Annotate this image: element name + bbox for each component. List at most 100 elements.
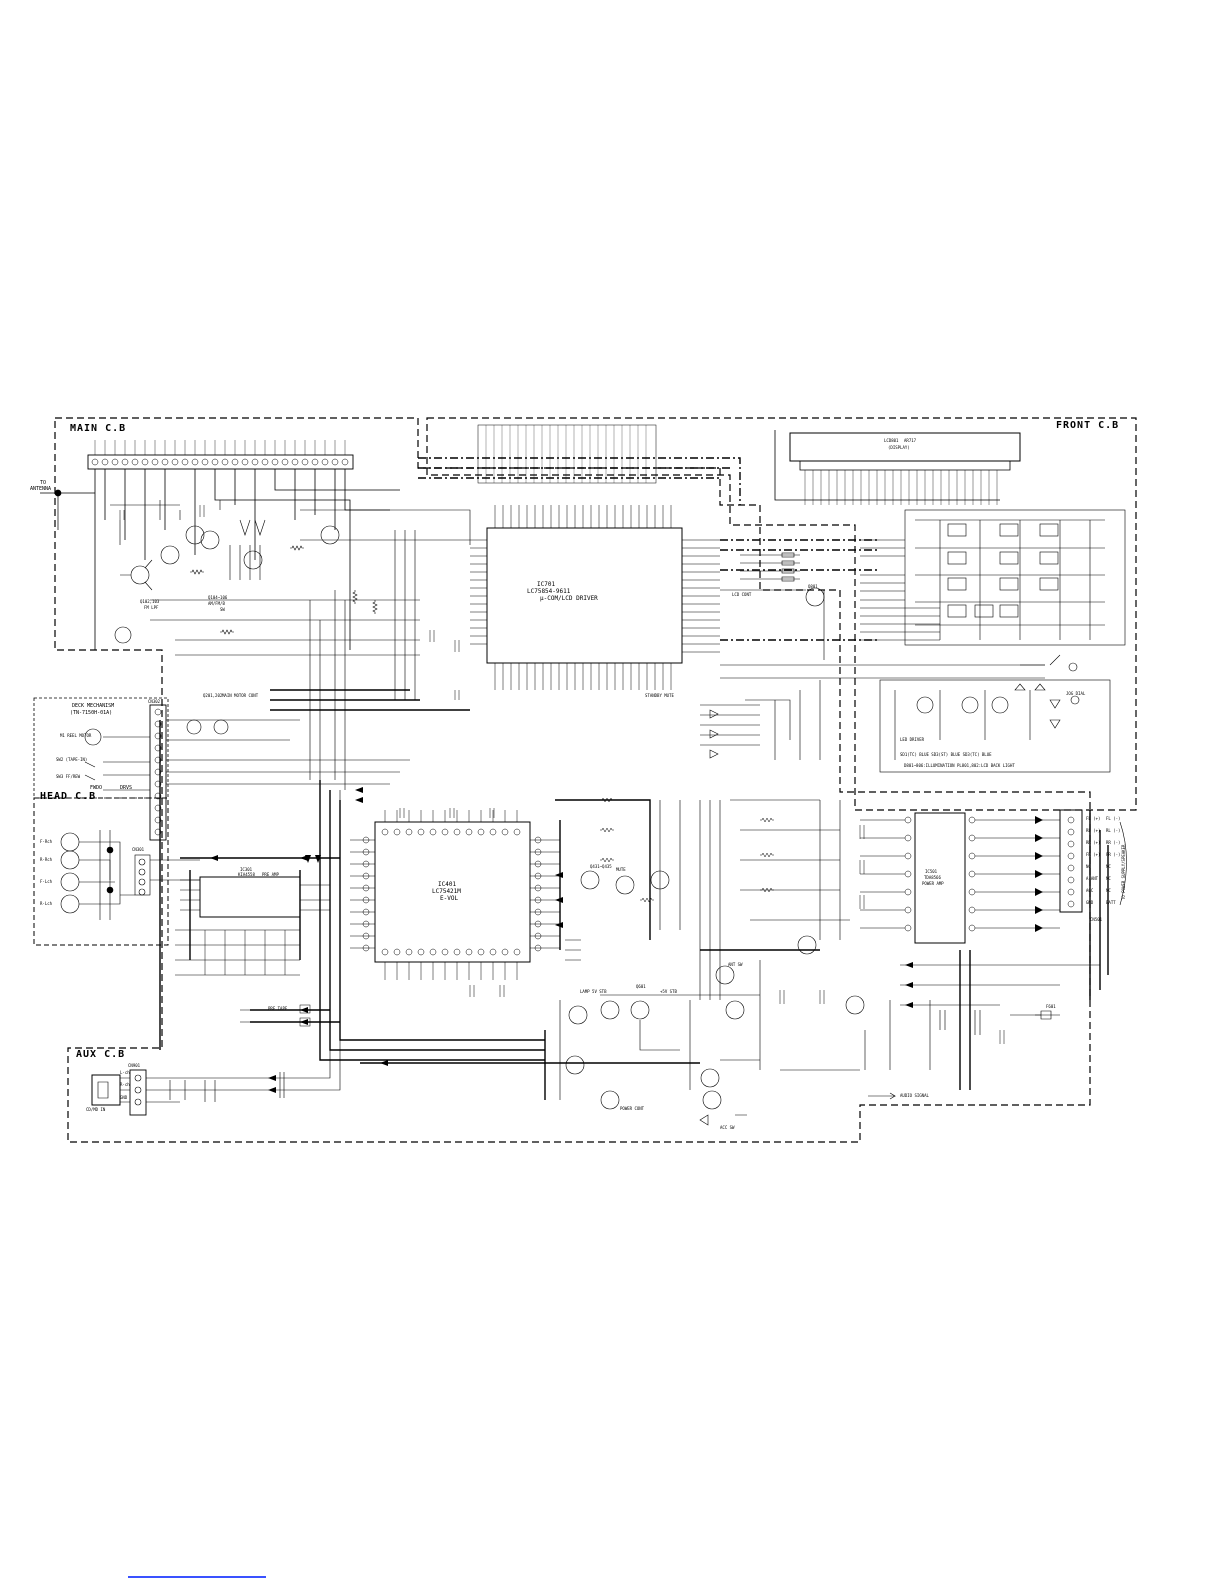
lcd-ref: LCD801 <box>884 438 899 443</box>
aux-pin-gnd: GND <box>120 1095 128 1100</box>
illumination-section <box>879 654 1111 773</box>
preamp-name: PRE AMP <box>262 872 279 877</box>
deck-sw2: SW2 (TAPE-IN) <box>56 757 88 762</box>
spk-note: TO POWER SUPPLY/SPEAKER <box>1121 844 1126 900</box>
spk-rr-plus: RR (+) <box>1086 840 1101 845</box>
cn101-connector <box>87 440 400 650</box>
fm-lpf-label: FM LPF <box>144 605 159 610</box>
spk-gnd: GND <box>1086 900 1094 905</box>
lcd-display <box>774 430 1021 505</box>
mcu-name: μ-COM/LCD DRIVER <box>540 595 598 602</box>
spk-rl-plus: RL (+) <box>1086 828 1101 833</box>
head-f-lch: F-Lch <box>40 879 53 884</box>
illumination-label: D801~806:ILLUMINATION PL801,802:LCD BACK… <box>904 763 1015 768</box>
antenna-label-2: ANTENNA <box>30 486 52 492</box>
q801-label: Q801 <box>808 584 818 589</box>
aux-pin-rch: R-ch <box>120 1082 130 1087</box>
spk-fl-minus: FL (-) <box>1106 816 1121 821</box>
pre-tape-label: PRE TAPE <box>268 1006 288 1011</box>
spk-a-ant: A-ANT <box>1086 876 1099 881</box>
head-f-rch: F-Rch <box>40 839 53 844</box>
aux-pin-lch: L-ch <box>120 1070 130 1075</box>
mcu-right-section <box>700 552 1045 760</box>
signal-arrows <box>210 787 913 1093</box>
deck-drvs: DRVS <box>120 785 133 791</box>
led-driver-label: LED DRIVER <box>900 737 925 742</box>
passive-components <box>119 505 1005 1044</box>
audio-signal-label: AUDIO SIGNAL <box>900 1093 929 1098</box>
cn501-connector <box>1059 809 1127 913</box>
head-r-rch: R-Rch <box>40 857 53 862</box>
spk-rl-minus: RL (-) <box>1106 828 1121 833</box>
preamp-ic301 <box>175 876 330 1027</box>
spk-fr-minus: FR (-) <box>1106 852 1121 857</box>
spk-rr-minus: RR (-) <box>1106 840 1121 845</box>
preamp-part: KIA4558 <box>238 872 255 877</box>
spk-fr-plus: FR (+) <box>1086 852 1101 857</box>
spk-nc-r3: NC <box>1106 888 1111 893</box>
main-board-label: MAIN C.B <box>70 423 127 434</box>
fuse-label: F601 <box>1046 1004 1056 1009</box>
deck-title: DECK MECHANISM <box>72 703 115 709</box>
tuner-section <box>110 500 471 790</box>
power-amp-part: TDA8566 <box>924 875 941 880</box>
spk-nc-r1: NC <box>1106 864 1111 869</box>
main-wiring <box>159 689 1109 1100</box>
antenna-label-1: TO <box>40 480 47 486</box>
deck-connectors <box>84 704 410 896</box>
board-outlines <box>33 417 1137 1143</box>
power-cont-label: POWER CONT <box>620 1106 645 1111</box>
head-r-lch: R-Lch <box>40 901 53 906</box>
deck-model: (TN-7150H-01A) <box>70 710 113 716</box>
power-amp-ref: IC501 <box>925 869 938 874</box>
front-board-label: FRONT C.B <box>1056 420 1120 431</box>
q431-label: Q431~Q435 <box>590 864 612 869</box>
standby-mute-label: STANDBY MUTE <box>645 693 674 698</box>
antenna-input <box>40 489 95 530</box>
spk-fl-plus: FL (+) <box>1086 816 1101 821</box>
q201-label: Q201,202 <box>203 693 223 698</box>
spk-nc: NC <box>1086 864 1091 869</box>
deck-outline <box>33 697 169 799</box>
mcu-part: LC75854-9611 <box>527 588 571 595</box>
aux-board-label: AUX C.B <box>76 1049 126 1060</box>
cn301-label: CN301 <box>132 847 145 852</box>
evol-ic401 <box>350 810 560 980</box>
acc-sw-label: ACC SW <box>720 1125 735 1130</box>
front-board-outline <box>426 417 1137 811</box>
spk-nc-r2: NC <box>1106 876 1111 881</box>
q601-label: Q601 <box>636 984 646 989</box>
deck-fwdo: FWDO <box>90 785 103 791</box>
power-amp-ic501 <box>860 812 1060 944</box>
main-board-outline <box>54 417 1091 1143</box>
std5v-label: +5V STB <box>660 989 677 994</box>
power-amp-name: POWER AMP <box>922 881 944 886</box>
mute-label: MUTE <box>616 867 626 872</box>
cn901-label: CN901 <box>128 1063 141 1068</box>
lamp-label: LAMP 5V STB <box>580 989 607 994</box>
mcu-ref: IC701 <box>537 581 556 588</box>
deck-m1: M1 REEL MOTOR <box>60 733 92 738</box>
led-colors-label: SD1(TC) BLUE SD3(ST) BLUE SD3(TC) BLUE <box>900 752 992 757</box>
evol-name: E-VOL <box>440 895 459 902</box>
cd-md-in-label: CD/MD IN <box>86 1107 106 1112</box>
preamp-ref: IC301 <box>240 867 253 872</box>
key-matrix <box>860 509 1126 646</box>
head-board-outline <box>33 797 169 946</box>
lcd-part: AR717 <box>904 438 917 443</box>
sw-label: SW <box>220 607 225 612</box>
jog-dial-label: JOG DIAL <box>1066 691 1086 696</box>
am-fm-label: AM/FM/B <box>208 601 225 606</box>
tape-heads <box>60 830 135 920</box>
mcu-ic701 <box>470 424 720 690</box>
lcd-cont-label: LCD CONT <box>732 592 752 597</box>
q104-label: Q104~106 <box>208 595 228 600</box>
power-supply-section <box>559 799 1100 1126</box>
spk-batt: BATT <box>1106 900 1116 905</box>
ant-sw-label: ANT SW <box>728 962 743 967</box>
motor-label: MAIN MOTOR CONT <box>222 693 259 698</box>
evol-ref: IC401 <box>438 881 457 888</box>
head-board-label: HEAD C.B <box>40 791 97 802</box>
q102-label: Q102,103 <box>140 599 160 604</box>
